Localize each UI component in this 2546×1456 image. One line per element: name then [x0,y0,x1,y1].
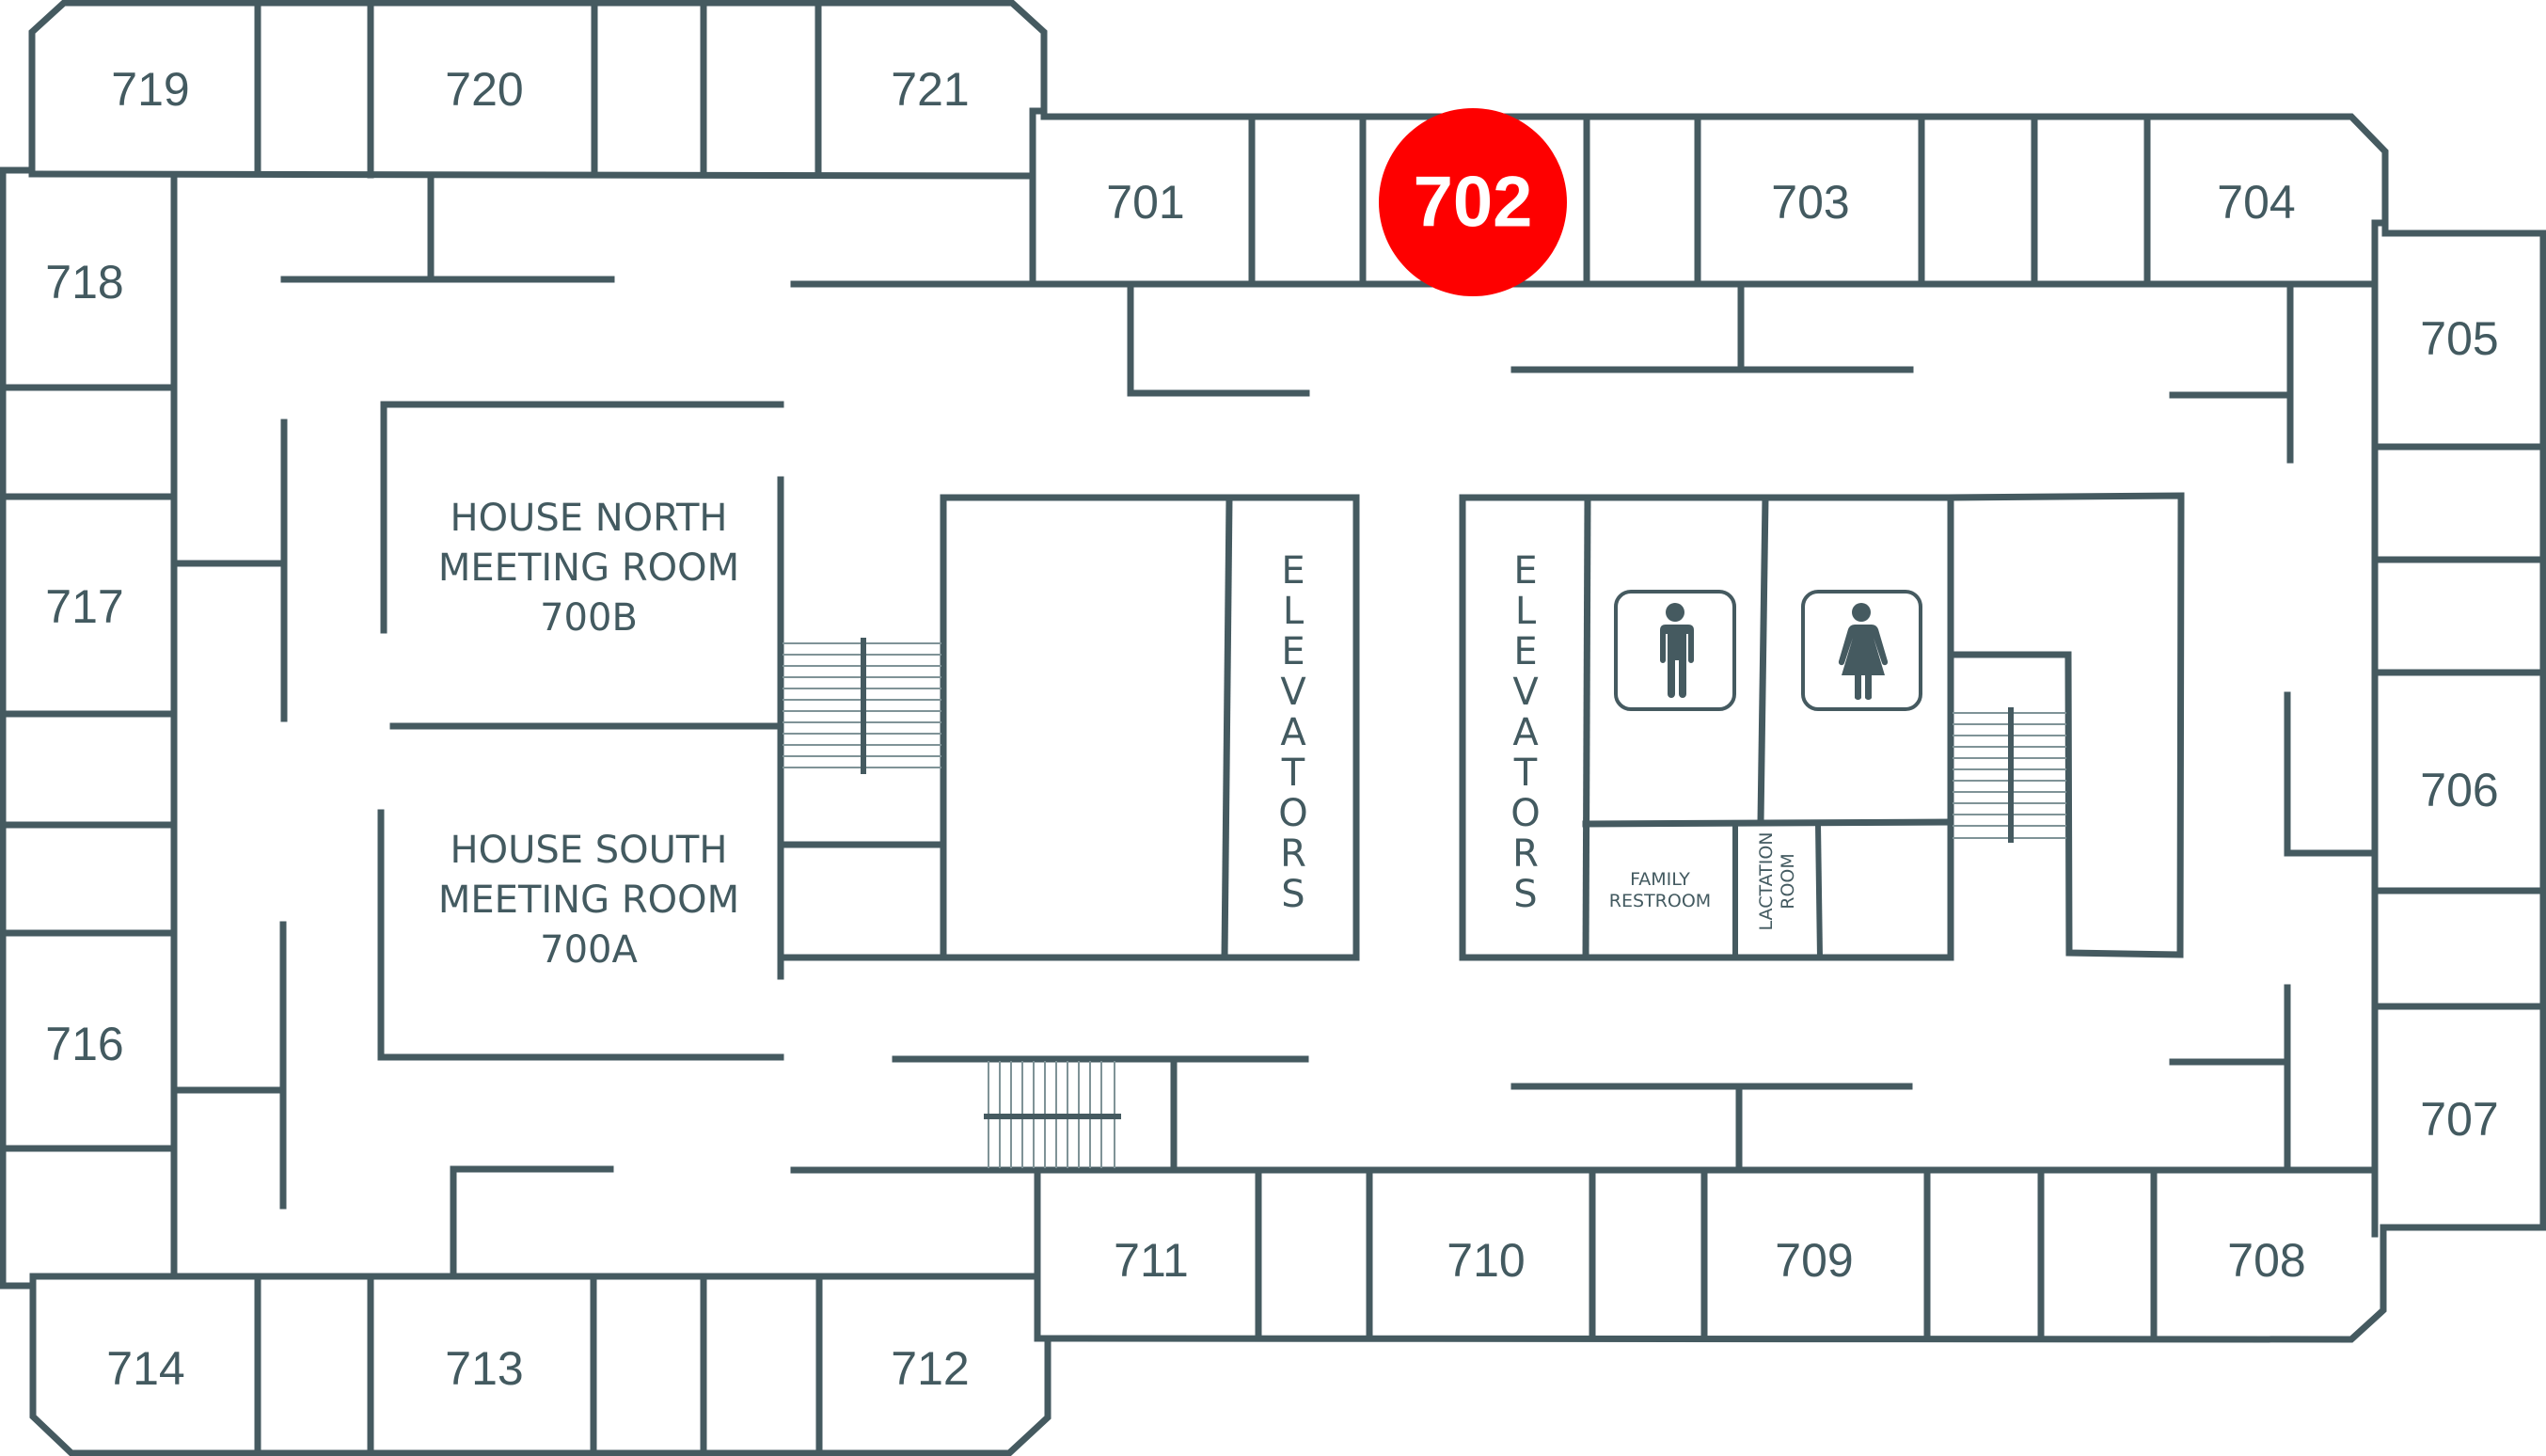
letter: E [1513,630,1537,673]
letter: E [1513,549,1537,593]
room-714[interactable]: 714 [106,1342,184,1395]
meeting-room-north-line2: MEETING ROOM [438,546,739,590]
room-711[interactable]: 711 [1114,1234,1189,1287]
lactation-room-line2: ROOM [1778,853,1798,910]
bottom-room-strip [790,1166,2387,1343]
room-720[interactable]: 720 [445,63,523,116]
room-706[interactable]: 706 [2420,764,2498,816]
bottom-left-room-strip [29,1273,1052,1456]
room-710[interactable]: 710 [1447,1234,1525,1287]
room-704[interactable]: 704 [2217,176,2295,229]
letter: O [1510,792,1540,835]
room-713[interactable]: 713 [445,1342,523,1395]
meeting-room-south-label[interactable]: HOUSE SOUTH MEETING ROOM 700A [438,829,739,972]
female-restroom-icon [1801,590,1922,711]
room-705[interactable]: 705 [2420,312,2498,365]
room-718[interactable]: 718 [45,256,123,309]
lactation-room-line1: LACTATION [1756,832,1777,931]
highlighted-room-marker[interactable]: 702 [1379,108,1567,296]
family-restroom-label[interactable]: FAMILY RESTROOM [1609,869,1711,911]
letter: S [1513,873,1537,916]
letter: V [1512,671,1539,714]
room-716[interactable]: 716 [45,1018,123,1070]
top-left-room-strip [28,0,2389,288]
east-staircase [1953,707,2066,843]
letter: R [1280,832,1306,876]
meeting-room-north-line1: HOUSE NORTH [450,497,727,540]
meeting-room-north-label[interactable]: HOUSE NORTH MEETING ROOM 700B [438,497,739,640]
room-701[interactable]: 701 [1106,176,1184,229]
letter: E [1281,549,1305,593]
family-restroom-line1: FAMILY [1630,869,1690,890]
room-703[interactable]: 703 [1771,176,1849,229]
meeting-rooms [377,401,784,1061]
west-core [777,494,1360,961]
left-room-strip [0,166,178,1290]
east-core [1459,492,2185,961]
west-staircase [783,638,941,774]
east-elevators-label: E L E V A T O R S [1510,549,1540,916]
room-712[interactable]: 712 [891,1342,969,1395]
west-elevators-label: E L E V A T O R S [1278,549,1307,916]
letter: E [1281,630,1305,673]
letter: L [1515,590,1537,633]
meeting-room-south-number: 700A [540,928,638,972]
letter: T [1281,752,1305,795]
male-restroom-icon [1614,590,1736,711]
letter: T [1513,752,1538,795]
meeting-room-south-line1: HOUSE SOUTH [451,829,728,872]
letter: A [1280,711,1306,754]
room-707[interactable]: 707 [2420,1093,2498,1146]
family-restroom-line2: RESTROOM [1609,891,1711,911]
room-719[interactable]: 719 [111,63,189,116]
room-708[interactable]: 708 [2227,1234,2305,1287]
highlighted-room-label: 702 [1414,163,1533,243]
corridor-partitions [171,172,2379,1280]
right-room-strip [2371,219,2546,1238]
letter: S [1281,873,1305,916]
south-staircase [984,1061,1121,1168]
letter: L [1283,590,1305,633]
letter: A [1512,711,1539,754]
meeting-room-north-number: 700B [540,596,638,640]
letter: O [1278,792,1307,835]
top-room-strip [790,113,2379,288]
meeting-room-south-line2: MEETING ROOM [438,878,739,922]
room-721[interactable]: 721 [891,63,969,116]
room-709[interactable]: 709 [1775,1234,1853,1287]
lactation-room-label[interactable]: LACTATION ROOM [1756,832,1798,931]
room-717[interactable]: 717 [45,580,123,633]
letter: V [1280,671,1306,714]
room-labels: 719 720 721 701 703 704 705 706 707 708 … [45,63,2498,1395]
letter: R [1512,832,1539,876]
highlight-circle [1379,108,1567,296]
